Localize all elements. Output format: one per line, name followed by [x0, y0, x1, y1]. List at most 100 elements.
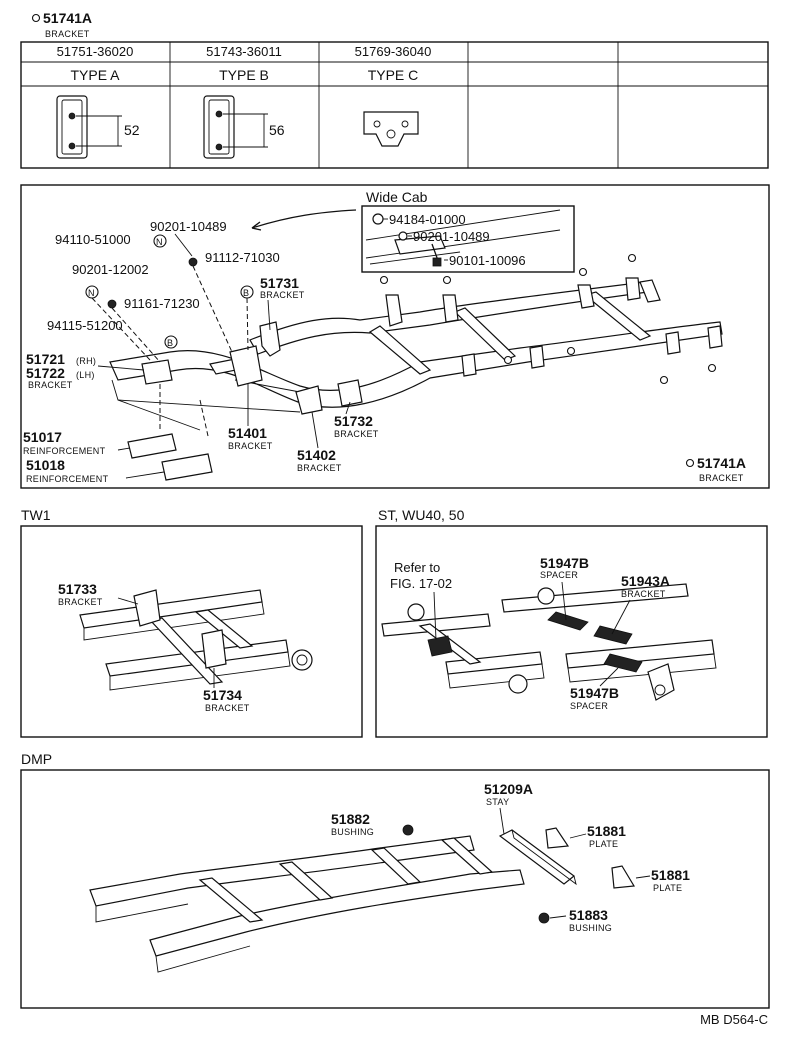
n-symbol-icon	[153, 234, 167, 248]
part-51734-no: 51734	[203, 687, 242, 703]
dmp-title: DMP	[21, 751, 52, 767]
part-51402-name: BRACKET	[297, 463, 342, 473]
inset-pointer-arrow	[251, 209, 357, 229]
bushing-51883-shape	[538, 912, 550, 924]
part-51882-no: 51882	[331, 811, 370, 827]
part-51881-b-no: 51881	[651, 867, 690, 883]
bolt-91161-71230: 91161-71230	[124, 296, 200, 311]
part-51731-no: 51731	[260, 275, 299, 291]
bushing-51882-shape	[402, 824, 414, 836]
bracket-51401-shape	[229, 345, 263, 387]
header-part-name: BRACKET	[45, 29, 90, 39]
refer-line-2: FIG. 17-02	[390, 576, 452, 591]
dmp-drawing: 51882 BUSHING 51209A STAY 51881 PLATE 51…	[89, 781, 690, 973]
type-a-label: TYPE A	[70, 67, 120, 83]
type-b-part-no: 51743-36011	[206, 44, 282, 59]
type-table: 51751-36020 51743-36011 51769-36040 TYPE…	[20, 41, 769, 169]
type-a-part-no: 51751-36020	[57, 44, 134, 59]
inset-border	[361, 205, 575, 273]
type-a-bracket-drawing: 52	[56, 95, 140, 159]
part-51731-name: BRACKET	[260, 290, 305, 300]
svg-text:N: N	[88, 288, 95, 298]
part-51881-a-no: 51881	[587, 823, 626, 839]
chassis-frame-drawing	[109, 279, 723, 431]
part-51732-name: BRACKET	[334, 429, 379, 439]
svg-text:B: B	[243, 288, 249, 298]
part-51741a-name: BRACKET	[699, 473, 744, 483]
type-b-label: TYPE B	[219, 67, 269, 83]
part-51401-name: BRACKET	[228, 441, 273, 451]
part-51722-suffix: (LH)	[76, 370, 95, 380]
type-b-bracket-drawing: 56	[203, 95, 285, 159]
st-drawing: Refer to FIG. 17-02 51947B SPACER 51943A…	[381, 555, 717, 711]
part-51947b-top-no: 51947B	[540, 555, 589, 571]
svg-text:B: B	[167, 338, 173, 348]
part-51734-name: BRACKET	[205, 703, 250, 713]
part-51881-a-name: PLATE	[589, 839, 618, 849]
type-c-label: TYPE C	[368, 67, 419, 83]
part-51883-no: 51883	[569, 907, 608, 923]
tw1-drawing: 51733 BRACKET 51734 BRACKET	[58, 581, 313, 713]
part-51401-no: 51401	[228, 425, 267, 441]
part-51883-name: BUSHING	[569, 923, 612, 933]
part-51947b-top-name: SPACER	[540, 570, 578, 580]
tw1-title: TW1	[21, 507, 51, 523]
part-51882-name: BUSHING	[331, 827, 374, 837]
washer-icon	[107, 299, 117, 309]
footer-code: MB D564-C	[700, 1012, 768, 1027]
tw1-panel	[20, 525, 363, 738]
type-c-part-no: 51769-36040	[355, 44, 432, 59]
type-c-bracket-drawing	[363, 111, 419, 147]
part-51017-name: REINFORCEMENT	[23, 446, 106, 456]
bolt-91112-71030: 91112-71030	[205, 250, 280, 265]
bolt-90201-10489: 90201-10489	[150, 219, 227, 234]
part-51741a-no: 51741A	[697, 455, 746, 471]
plate-51881-b-shape	[611, 865, 636, 889]
part-51018-name: REINFORCEMENT	[26, 474, 109, 484]
type-b-dimension: 56	[269, 122, 285, 138]
svg-text:N: N	[156, 237, 163, 247]
part-51209a-no: 51209A	[484, 781, 533, 797]
part-51881-b-name: PLATE	[653, 883, 682, 893]
part-51402-no: 51402	[297, 447, 336, 463]
dmp-panel	[20, 769, 770, 1009]
part-51732-no: 51732	[334, 413, 373, 429]
type-table-border	[20, 41, 769, 169]
main-part-labels: 51731 BRACKET 51721 (RH) 51722 (LH) BRAC…	[23, 275, 746, 484]
part-51018-no: 51018	[26, 457, 65, 473]
bolt-94110-51000: 94110-51000	[55, 232, 131, 247]
header-part-no: 51741A	[43, 10, 92, 26]
inset-part-94184: 94184-01000	[389, 212, 466, 227]
refer-line-1: Refer to	[394, 560, 440, 575]
bracket-51734-shape	[201, 629, 227, 669]
type-a-dimension: 52	[124, 122, 140, 138]
part-51721-no: 51721	[26, 351, 65, 367]
part-51733-name: BRACKET	[58, 597, 103, 607]
inset-part-90201: 90201-10489	[413, 229, 490, 244]
attachment-symbol-icon-2	[685, 458, 695, 468]
part-51721-suffix: (RH)	[76, 356, 96, 366]
part-51209a-name: STAY	[486, 797, 509, 807]
reinforcement-51017-shape	[127, 433, 177, 459]
st-title: ST, WU40, 50	[378, 507, 465, 523]
part-51722-no: 51722	[26, 365, 65, 381]
part-51943a-name: BRACKET	[621, 589, 666, 599]
part-51017-no: 51017	[23, 429, 62, 445]
main-frame-panel	[20, 184, 770, 489]
bracket-51402-shape	[295, 385, 323, 415]
inset-part-90101: 90101-10096	[449, 253, 526, 268]
bracket-51721-shape	[141, 359, 173, 385]
b-symbol-icon-2	[164, 335, 178, 349]
st-panel	[375, 525, 768, 738]
nut-icon	[188, 257, 198, 267]
frame-brackets	[141, 277, 723, 415]
a-symbol-markers	[379, 253, 717, 385]
part-51733-no: 51733	[58, 581, 97, 597]
attachment-symbol-icon	[31, 13, 41, 23]
bolt-94115-51200: 94115-51200	[47, 318, 123, 333]
inset-title: Wide Cab	[366, 189, 428, 205]
part-51947b-bot-name: SPACER	[570, 701, 608, 711]
header-callout: 51741A BRACKET	[31, 10, 92, 39]
wide-cab-inset: Wide Cab 94184-01000 90201-10489 90101-1…	[361, 189, 575, 273]
